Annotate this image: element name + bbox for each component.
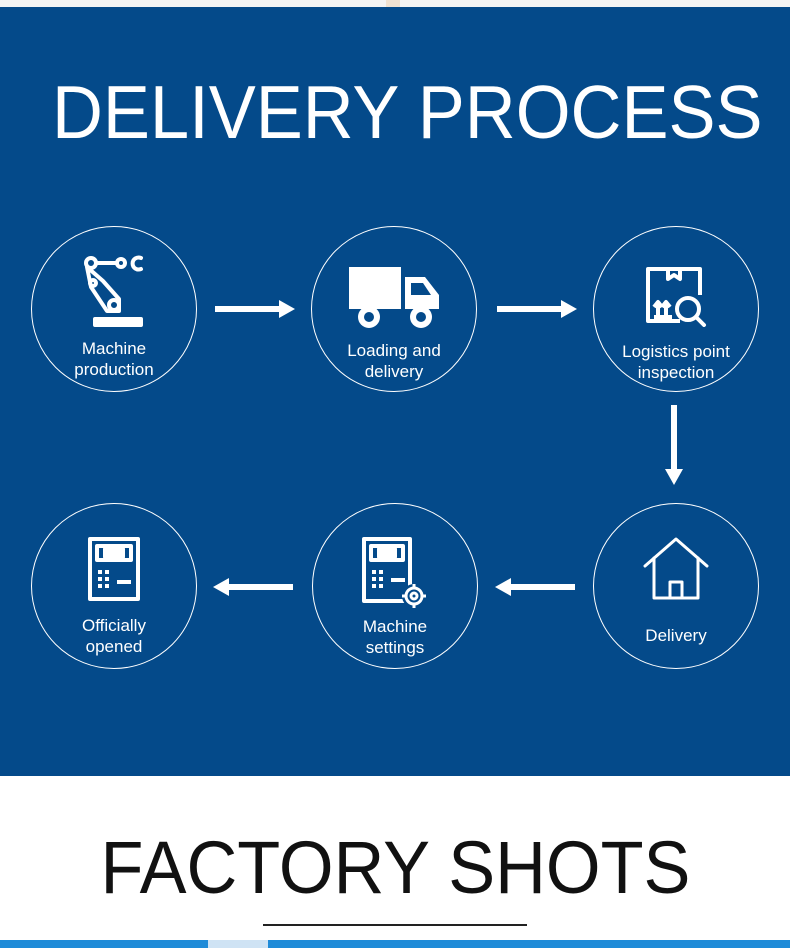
delivery-process-title: DELIVERY PROCESS [52,70,763,154]
arrow-left-icon [495,578,575,596]
step-label: Loading and delivery [347,341,441,381]
package-inspection-icon [646,267,706,327]
step-loading-delivery: Loading and delivery [311,226,477,392]
machine-panel-icon [88,537,140,601]
step-label: Logistics point inspection [622,342,730,382]
step-delivery: Delivery [593,503,759,669]
step-label: Officially opened [82,616,146,656]
step-label: Delivery [645,626,707,645]
arrow-right-icon [215,300,295,318]
arrow-right-icon [497,300,577,318]
step-machine-production: Machine production [31,226,197,392]
top-image-strip [0,0,790,7]
step-label: Machine production [74,339,154,379]
house-icon [643,537,709,600]
arrow-left-icon [213,578,293,596]
robot-arm-icon [84,255,143,327]
truck-icon [349,267,439,328]
factory-shots-title: FACTORY SHOTS [0,826,790,910]
step-machine-settings: Machine settings [312,503,478,669]
bottom-image-strip [0,940,790,948]
step-label: Machine settings [362,617,428,657]
arrow-down-icon [665,405,683,485]
step-logistics-inspection: Logistics point inspection [593,226,759,392]
machine-settings-icon [362,537,426,608]
title-underline [263,924,527,926]
step-officially-opened: Officially opened [31,503,197,669]
factory-shots-title-text: FACTORY SHOTS [100,826,690,909]
